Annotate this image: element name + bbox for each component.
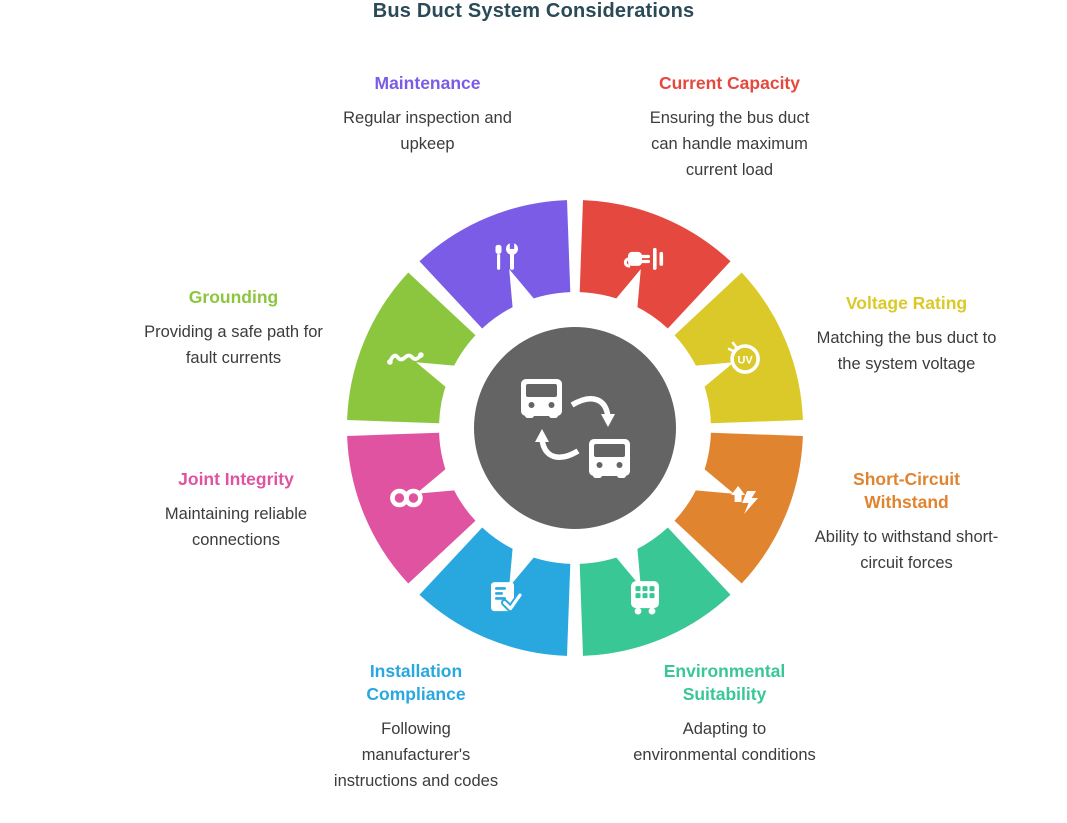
segment-label-grounding: Grounding	[188, 287, 279, 307]
plug-icon	[623, 247, 664, 270]
inner-notch	[597, 520, 641, 587]
bus-grid-icon	[631, 581, 659, 615]
tools-icon	[495, 241, 518, 270]
inner-notch	[416, 450, 483, 494]
segment-block-current-capacity: Current Capacity Ensuring the bus duct c…	[637, 72, 822, 183]
segment-block-installation-compliance: Installation Compliance Following manufa…	[326, 660, 506, 794]
inner-notch	[597, 269, 641, 336]
segment-label-short-circuit-withstand: Short-Circuit Withstand	[853, 469, 960, 513]
uv-badge-icon: UV	[727, 341, 760, 374]
segment-label-installation-compliance: Installation Compliance	[366, 661, 466, 705]
wedge-maintenance	[419, 200, 571, 329]
bus-exchange-icon	[521, 379, 630, 478]
segment-description-maintenance: Regular inspection and upkeep	[343, 109, 512, 154]
segment-description-short-circuit-withstand: Ability to withstand short-circuit force…	[814, 528, 999, 573]
inner-notch	[667, 450, 734, 494]
page-title: Bus Duct System Considerations	[372, 0, 695, 22]
wedge-grounding	[347, 272, 476, 424]
segment-block-short-circuit-withstand: Short-Circuit Withstand Ability to withs…	[814, 468, 999, 576]
segment-label-maintenance: Maintenance	[374, 73, 481, 93]
segment-description-installation-compliance: Following manufacturer's instructions an…	[333, 720, 499, 791]
segment-block-maintenance: Maintenance Regular inspection and upkee…	[340, 72, 515, 157]
segment-description-joint-integrity: Maintaining reliable connections	[164, 505, 308, 550]
segment-label-joint-integrity: Joint Integrity	[178, 469, 294, 489]
inner-notch	[667, 362, 734, 406]
svg-text:UV: UV	[737, 355, 753, 367]
segment-block-grounding: Grounding Providing a safe path for faul…	[141, 286, 326, 371]
ground-wire-icon	[387, 352, 424, 365]
segment-block-joint-integrity: Joint Integrity Maintaining reliable con…	[146, 468, 326, 553]
segment-block-voltage-rating: Voltage Rating Matching the bus duct to …	[814, 292, 999, 377]
wedge-joint-integrity	[347, 432, 476, 584]
inner-notch	[509, 269, 553, 336]
considerations-wheel: UV	[340, 193, 810, 663]
clipboard-check-icon	[491, 582, 524, 613]
segment-label-current-capacity: Current Capacity	[658, 73, 800, 93]
segment-description-voltage-rating: Matching the bus duct to the system volt…	[816, 329, 997, 374]
segment-description-environmental-suitability: Adapting to environmental conditions	[633, 720, 816, 765]
inner-notch	[416, 362, 483, 406]
center-circle	[474, 327, 676, 529]
surge-arrow-icon	[731, 486, 759, 514]
segment-description-current-capacity: Ensuring the bus duct can handle maximum…	[649, 109, 810, 180]
chain-links-icon	[390, 488, 423, 508]
segment-label-environmental-suitability: Environmental Suitability	[663, 661, 786, 705]
segment-label-voltage-rating: Voltage Rating	[845, 293, 968, 313]
wheel-svg: UV	[347, 200, 803, 656]
segment-block-environmental-suitability: Environmental Suitability Adapting to en…	[632, 660, 817, 768]
inner-notch	[509, 520, 553, 587]
wedge-short-circuit-withstand	[674, 432, 803, 584]
segment-description-grounding: Providing a safe path for fault currents	[144, 323, 323, 368]
